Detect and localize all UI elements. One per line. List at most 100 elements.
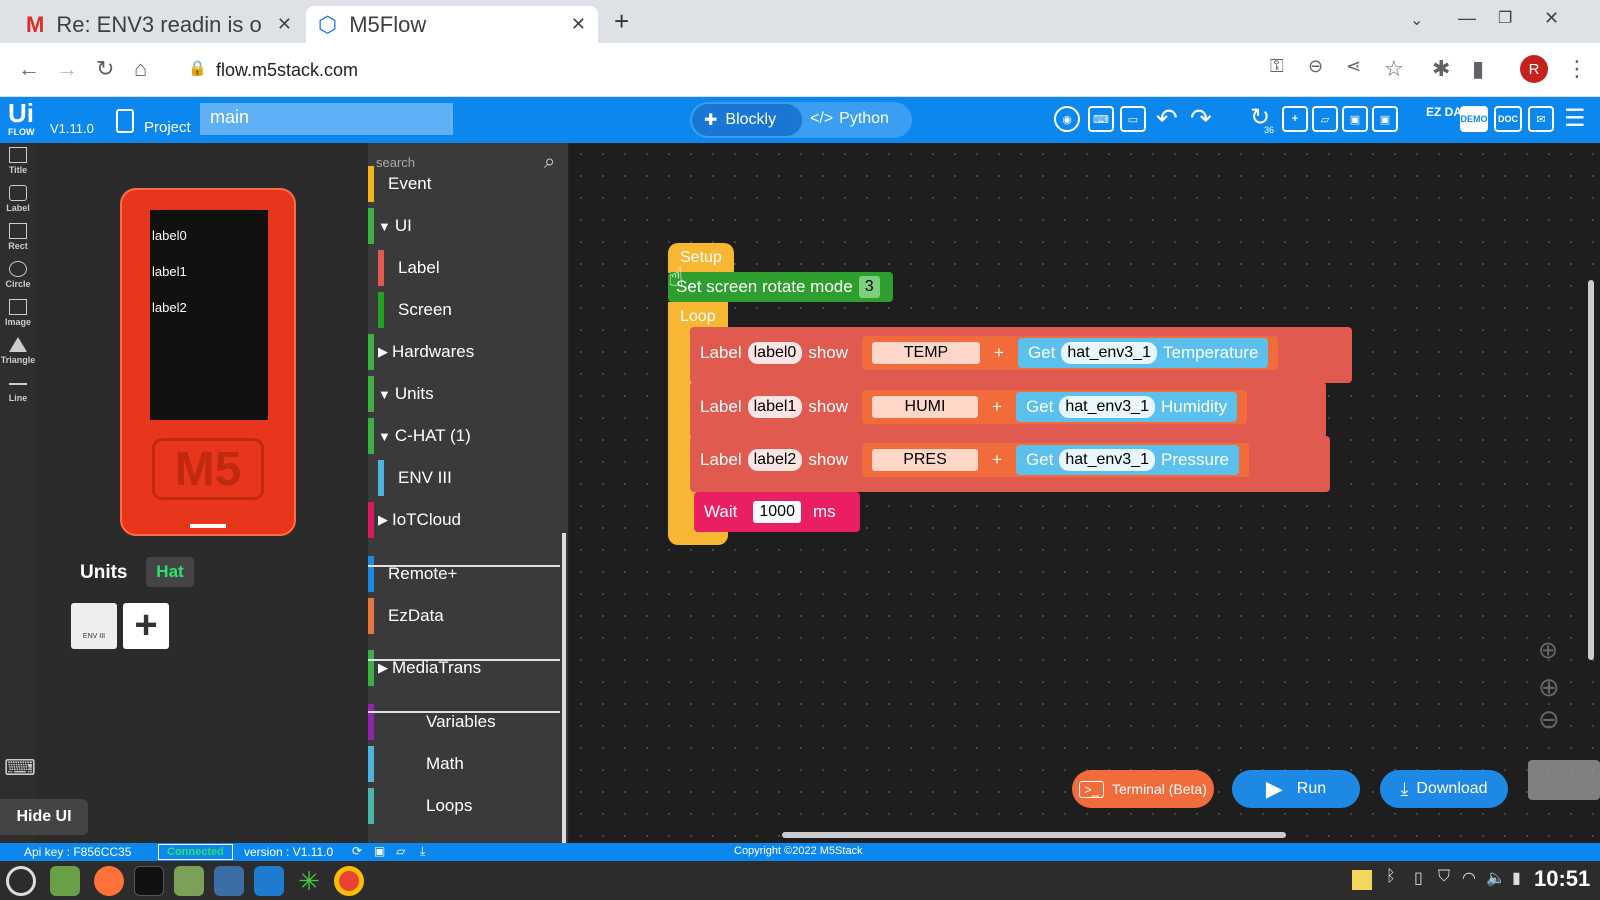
open-folder-icon[interactable]: ▱ bbox=[1312, 106, 1338, 132]
reload-icon[interactable]: ↻ bbox=[96, 56, 115, 81]
url-field[interactable]: 🔒 flow.m5stack.com bbox=[176, 50, 1276, 90]
save-as-icon[interactable]: ▣ bbox=[1372, 106, 1398, 132]
forward-icon[interactable]: → bbox=[56, 56, 78, 81]
window-close-icon[interactable]: ✕ bbox=[1544, 8, 1560, 28]
firefox-icon[interactable] bbox=[94, 866, 124, 896]
undo-icon[interactable]: ↶ bbox=[1156, 103, 1178, 133]
category-label[interactable]: Label bbox=[368, 250, 560, 286]
notes-icon[interactable] bbox=[1352, 870, 1372, 890]
string-value[interactable]: PRES bbox=[903, 451, 947, 468]
screen-preview-icon[interactable]: ▭ bbox=[1120, 106, 1146, 132]
trash-block[interactable] bbox=[1528, 760, 1600, 800]
back-icon[interactable]: ← bbox=[18, 56, 40, 81]
project-icon[interactable] bbox=[116, 109, 134, 133]
run-button[interactable]: ▶Run bbox=[1232, 770, 1360, 808]
keyboard-icon[interactable]: ⌨ bbox=[4, 755, 36, 780]
history-icon[interactable]: ↻ bbox=[1250, 104, 1271, 131]
screen-label0[interactable]: label0 bbox=[152, 228, 187, 243]
save-icon[interactable]: ▣ bbox=[374, 844, 386, 858]
label-dropdown[interactable]: label1 bbox=[747, 396, 803, 418]
search-input[interactable]: search bbox=[376, 155, 416, 170]
app-menu-icon[interactable]: ☰ bbox=[1564, 105, 1586, 132]
close-icon[interactable]: ✕ bbox=[570, 14, 586, 34]
chrome-icon[interactable] bbox=[334, 866, 364, 896]
sidepanel-icon[interactable]: ▮ bbox=[1472, 56, 1485, 81]
expand-arrow-icon[interactable]: ▶ bbox=[378, 512, 388, 527]
tab-gmail[interactable]: M Re: ENV3 readin is o ✕ bbox=[14, 6, 304, 43]
category-mediatrans[interactable]: ▶MediaTrans bbox=[368, 650, 560, 686]
device-dropdown[interactable]: hat_env3_1 bbox=[1061, 342, 1157, 364]
bluetooth-icon[interactable]: ᛒ bbox=[1386, 868, 1396, 885]
device-dropdown[interactable]: hat_env3_1 bbox=[1059, 396, 1155, 418]
api-key[interactable]: Api key : F856CC35 bbox=[24, 845, 132, 859]
zoom-in-icon[interactable]: ⊕ bbox=[1538, 672, 1560, 702]
tool-rect[interactable]: Rect bbox=[0, 223, 36, 251]
app-icon[interactable]: ✳ bbox=[298, 866, 320, 896]
string-value[interactable]: HUMI bbox=[904, 398, 946, 415]
string-block[interactable]: PRES bbox=[872, 449, 978, 471]
clipboard-icon[interactable]: ▯ bbox=[1414, 870, 1423, 887]
category-variables[interactable]: Variables bbox=[368, 704, 560, 740]
category-ezdata[interactable]: EzData bbox=[368, 598, 560, 634]
python-mode-button[interactable]: </>Python bbox=[810, 110, 889, 128]
project-name-input[interactable]: main bbox=[200, 103, 453, 135]
maximize-icon[interactable]: ❐ bbox=[1498, 10, 1513, 27]
device-icon[interactable]: ◉ bbox=[1054, 106, 1080, 132]
category-loops[interactable]: Loops bbox=[368, 788, 560, 824]
tool-title[interactable]: Title bbox=[0, 147, 36, 175]
tab-search-icon[interactable]: ⌄ bbox=[1410, 12, 1424, 29]
expand-arrow-icon[interactable]: ▶ bbox=[378, 344, 388, 359]
avatar[interactable]: R bbox=[1520, 55, 1548, 83]
recenter-icon[interactable]: ⊕ bbox=[1538, 637, 1559, 664]
minimize-icon[interactable]: — bbox=[1458, 8, 1476, 28]
blockly-mode-button[interactable]: ✚Blockly bbox=[692, 104, 802, 136]
new-file-icon[interactable]: + bbox=[1282, 106, 1308, 132]
category-units[interactable]: ▼Units bbox=[368, 376, 560, 412]
save-icon[interactable]: ▣ bbox=[1342, 106, 1368, 132]
zoom-out-icon[interactable]: ⊖ bbox=[1538, 704, 1560, 734]
device-screen[interactable]: label0 label1 label2 bbox=[150, 210, 268, 420]
demo-button[interactable]: DEMO bbox=[1460, 106, 1488, 132]
label-dropdown[interactable]: label0 bbox=[747, 342, 803, 364]
tool-circle[interactable]: Circle bbox=[0, 261, 36, 289]
horizontal-scrollbar[interactable] bbox=[782, 832, 1286, 838]
wait-value-input[interactable]: 1000 bbox=[753, 501, 801, 523]
device-dropdown[interactable]: hat_env3_1 bbox=[1059, 449, 1155, 471]
upload-icon[interactable]: ⤓ bbox=[420, 844, 426, 858]
tool-label[interactable]: Label bbox=[0, 185, 36, 213]
screen-label1[interactable]: label1 bbox=[152, 264, 187, 279]
home-icon[interactable]: ⌂ bbox=[134, 56, 148, 81]
download-button[interactable]: ⤓Download bbox=[1380, 770, 1508, 808]
doc-button[interactable]: DOC bbox=[1494, 106, 1522, 132]
category-screen[interactable]: Screen bbox=[368, 292, 560, 328]
project-label[interactable]: Project bbox=[144, 119, 191, 136]
battery-icon[interactable]: ▮ bbox=[1512, 870, 1521, 887]
setup-block[interactable]: Setup bbox=[668, 243, 734, 273]
connection-status[interactable]: Connected bbox=[158, 844, 233, 860]
add-unit-button[interactable]: + bbox=[123, 603, 169, 649]
category-remote-[interactable]: Remote+ bbox=[368, 556, 560, 592]
terminal-button[interactable]: >_Terminal (Beta) bbox=[1072, 770, 1214, 808]
os-menu-icon[interactable] bbox=[6, 866, 36, 896]
close-icon[interactable]: ✕ bbox=[276, 14, 292, 34]
env3-unit-icon[interactable]: ENV III bbox=[71, 603, 117, 649]
key-icon[interactable]: ⚿ bbox=[1270, 56, 1284, 76]
category-scrollbar[interactable] bbox=[562, 533, 566, 843]
share-icon[interactable]: ⋖ bbox=[1346, 56, 1362, 76]
keyboard-icon[interactable]: ⌨ bbox=[1088, 106, 1114, 132]
screen-label2[interactable]: label2 bbox=[152, 300, 187, 315]
expand-arrow-icon[interactable]: ▶ bbox=[378, 660, 388, 675]
vscode-icon[interactable] bbox=[254, 866, 284, 896]
hide-ui-button[interactable]: Hide UI bbox=[0, 799, 88, 835]
tool-triangle[interactable]: Triangle bbox=[0, 337, 36, 365]
camera-icon[interactable] bbox=[214, 866, 244, 896]
extensions-icon[interactable]: ✱ bbox=[1432, 56, 1451, 81]
vertical-scrollbar[interactable] bbox=[1588, 280, 1594, 660]
expand-arrow-icon[interactable]: ▼ bbox=[378, 386, 391, 402]
terminal-app-icon[interactable] bbox=[134, 866, 164, 896]
